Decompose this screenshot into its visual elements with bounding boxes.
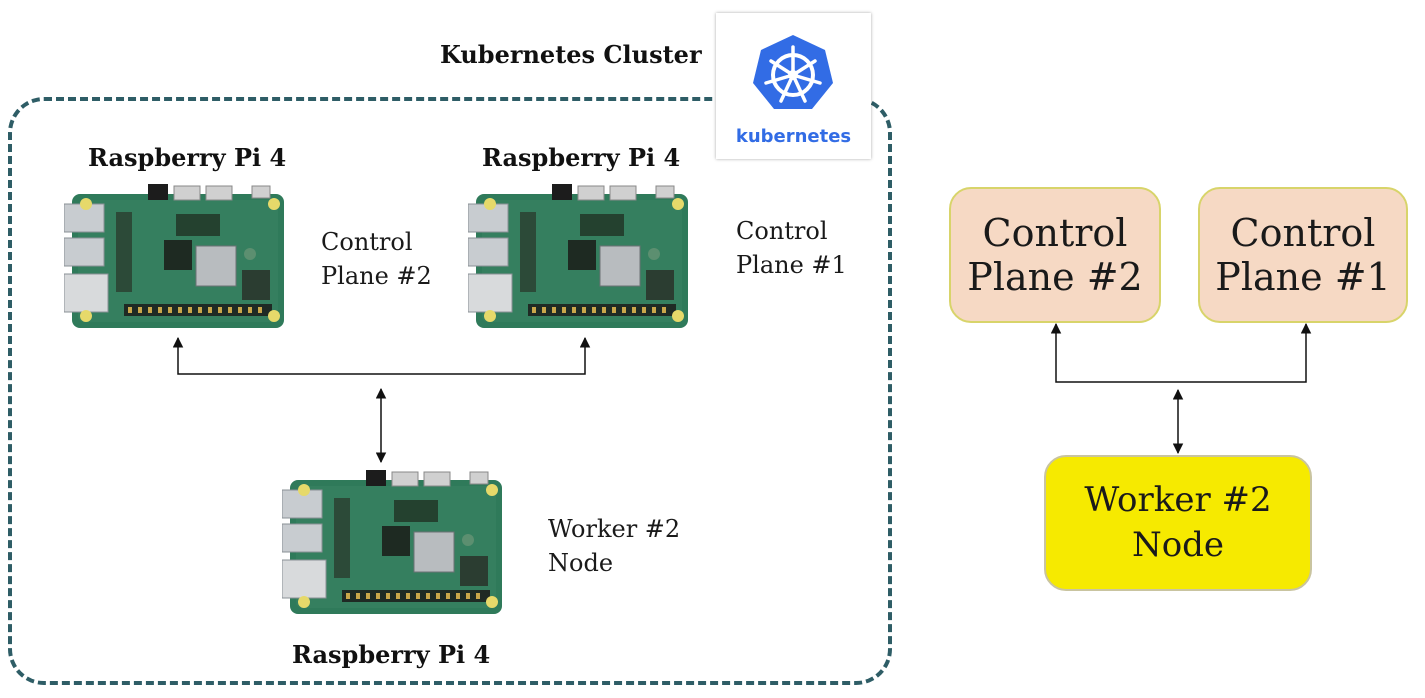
control-plane-1-box: Control Plane #1 xyxy=(1198,187,1408,323)
worker-2-node-box: Worker #2 Node xyxy=(1044,455,1312,591)
cluster-boundary xyxy=(8,97,892,685)
cluster-title: Kubernetes Cluster xyxy=(440,40,702,69)
box-control-planes-connector xyxy=(1050,322,1312,383)
pi-title-right: Raspberry Pi 4 xyxy=(482,143,681,172)
pi-label-worker-2: Worker #2 Node xyxy=(548,515,681,577)
control-plane-2-box: Control Plane #2 xyxy=(949,187,1161,323)
pi-title-bottom: Raspberry Pi 4 xyxy=(292,640,491,669)
kubernetes-helm-icon xyxy=(753,35,833,109)
kubernetes-logo-text: kubernetes xyxy=(735,126,852,147)
pi-label-control-plane-1: Control Plane #1 xyxy=(736,217,847,279)
pi-label-control-plane-2: Control Plane #2 xyxy=(321,228,432,290)
pi-control-planes-connector xyxy=(172,336,591,375)
pi-title-left: Raspberry Pi 4 xyxy=(88,143,287,172)
kubernetes-logo: kubernetes xyxy=(716,13,871,159)
